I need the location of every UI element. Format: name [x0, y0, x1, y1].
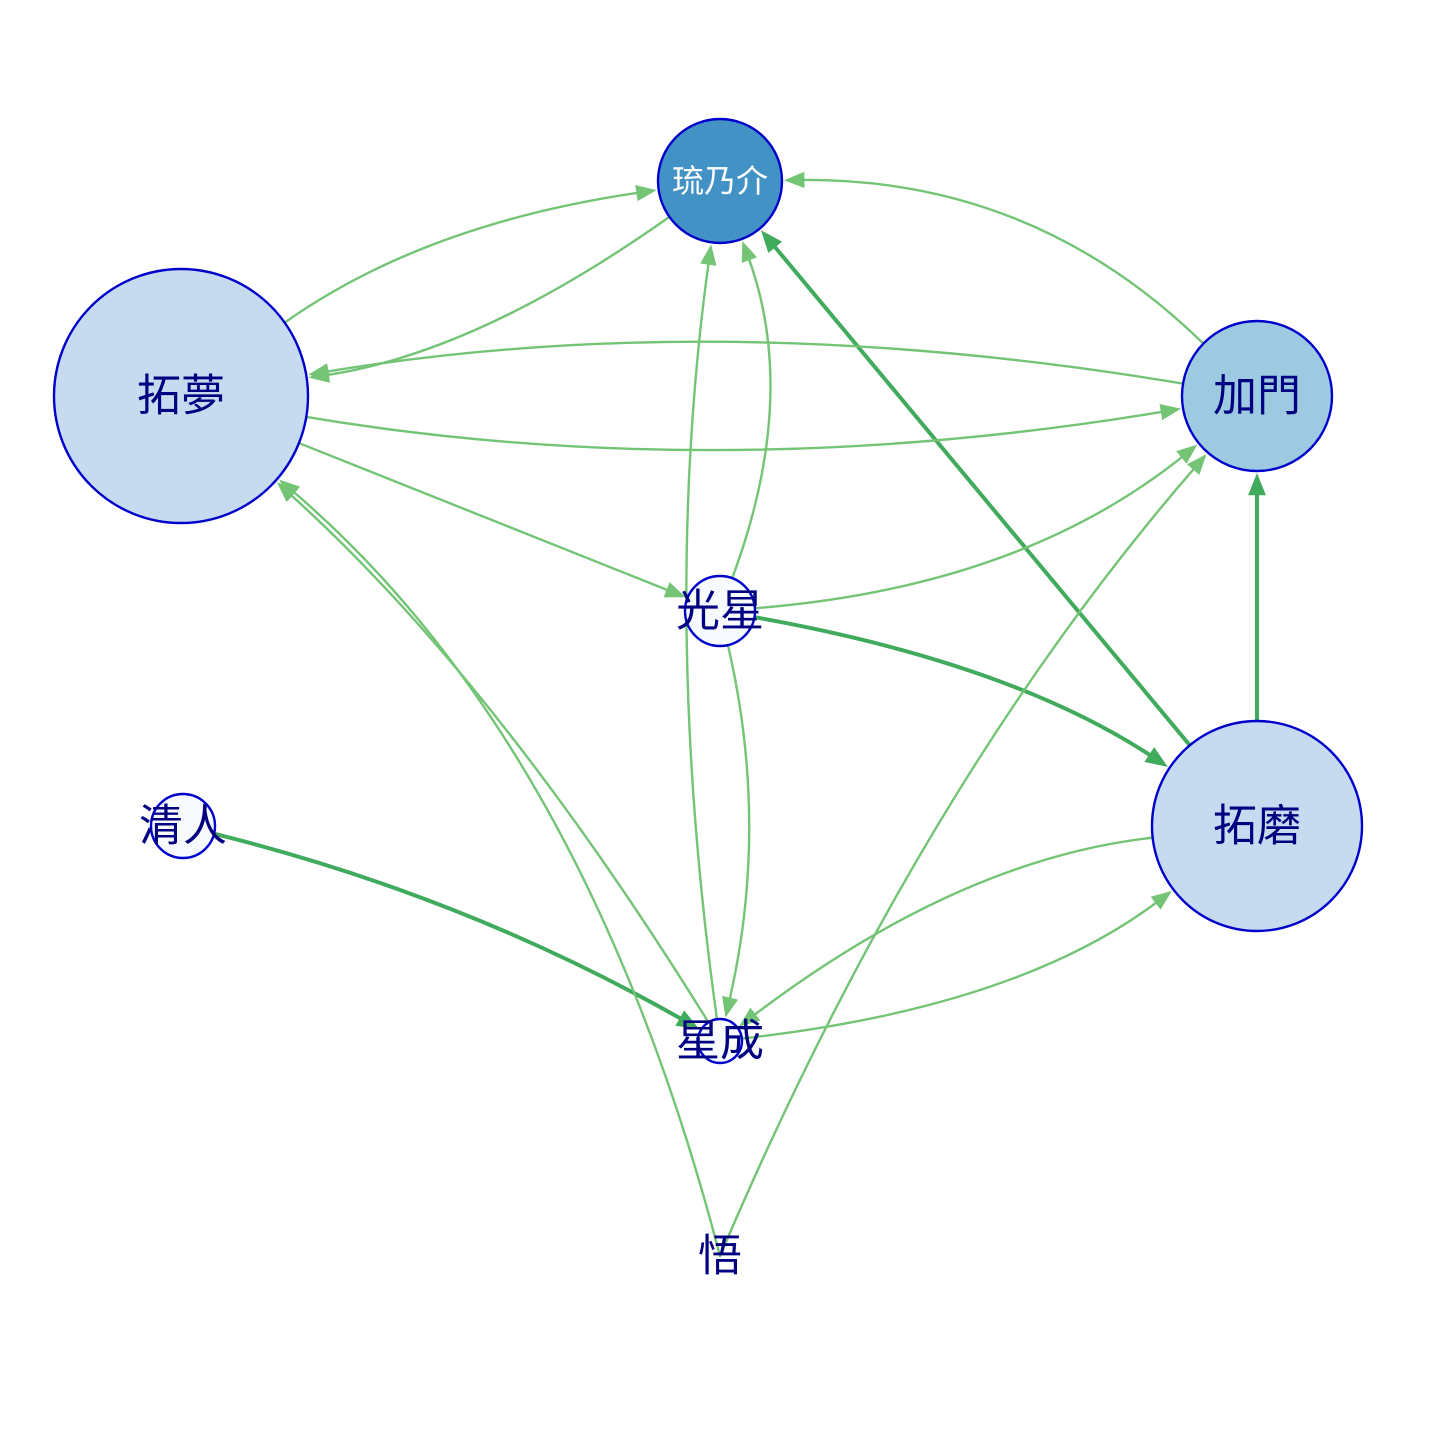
edge-seinari-to-takumu: [287, 491, 710, 1024]
arrowhead-kosei-to-ryunosuke: [741, 240, 758, 263]
node-seinari[interactable]: 星成: [676, 1016, 764, 1067]
arrowhead-kosei-to-seinari: [722, 995, 739, 1018]
node-seijin[interactable]: 清人: [139, 792, 227, 860]
node-label-seijin: 清人: [139, 801, 227, 852]
arrowhead-satoru-to-kamon: [1186, 454, 1207, 475]
edge-kosei-to-ryunosuke: [731, 254, 772, 580]
arrowhead-takuma-to-kamon: [1248, 473, 1266, 496]
node-label-takuma: 拓磨: [1213, 801, 1301, 852]
node-kamon[interactable]: 加門: [1180, 319, 1334, 473]
edge-takumu-to-kosei: [297, 441, 673, 593]
arrowhead-takuma-to-ryunosuke: [760, 230, 783, 254]
arrowhead-satoru-to-takumu: [279, 479, 301, 500]
node-satoru[interactable]: 悟: [698, 1231, 742, 1282]
node-circle-takuma: [1150, 719, 1364, 933]
edge-ryunosuke-to-takumu: [322, 215, 671, 377]
edge-kamon-to-takumu: [322, 340, 1185, 385]
node-label-kamon: 加門: [1213, 371, 1301, 422]
node-takumu[interactable]: 拓夢: [52, 267, 310, 525]
node-label-kosei: 光星: [676, 586, 764, 637]
arrowhead-kamon-to-takumu: [308, 363, 330, 380]
node-circle-kamon: [1180, 319, 1334, 473]
edges-layer: [212, 171, 1266, 1258]
node-circle-takumu: [52, 267, 310, 525]
node-label-ryunosuke: 琉乃介: [672, 162, 768, 200]
edge-satoru-to-takumu: [289, 488, 722, 1258]
edge-takumu-to-ryunosuke: [283, 191, 643, 324]
edge-takuma-to-seinari: [750, 836, 1154, 1019]
arrowhead-seijin-to-seinari: [675, 1010, 700, 1030]
edge-kosei-to-kamon: [753, 453, 1187, 610]
node-kosei[interactable]: 光星: [676, 574, 764, 648]
node-circle-seijin: [149, 792, 217, 860]
edge-takumu-to-kamon: [305, 410, 1168, 452]
edge-takuma-to-ryunosuke: [769, 241, 1192, 748]
arrowhead-takumu-to-ryunosuke: [635, 184, 657, 202]
edge-satoru-to-kamon: [718, 464, 1198, 1258]
edge-kamon-to-ryunosuke: [798, 178, 1205, 345]
node-takuma[interactable]: 拓磨: [1150, 719, 1364, 933]
node-label-takumu: 拓夢: [137, 371, 225, 422]
arrowhead-kosei-to-kamon: [1176, 444, 1198, 464]
arrowhead-kamon-to-ryunosuke: [783, 171, 805, 189]
arrowhead-takumu-to-kamon: [1159, 404, 1182, 421]
node-ryunosuke[interactable]: 琉乃介: [656, 117, 784, 245]
arrowhead-kosei-to-takuma: [1144, 747, 1168, 767]
arrowhead-takuma-to-seinari: [739, 1007, 761, 1027]
node-label-seinari: 星成: [676, 1016, 764, 1067]
arrowhead-takumu-to-kosei: [663, 582, 686, 598]
node-label-satoru: 悟: [698, 1231, 742, 1282]
node-circle-kosei: [683, 574, 757, 648]
edge-kosei-to-seinari: [726, 643, 751, 1004]
edge-seijin-to-seinari: [212, 831, 687, 1023]
edge-seinari-to-takuma: [740, 898, 1161, 1040]
arrowhead-seinari-to-takuma: [1150, 890, 1172, 910]
edge-kosei-to-takuma: [752, 615, 1156, 760]
arrowhead-seinari-to-ryunosuke: [700, 244, 717, 266]
edge-seinari-to-ryunosuke: [685, 258, 719, 1021]
node-circle-ryunosuke: [656, 117, 784, 245]
node-circle-seinari: [696, 1017, 744, 1065]
